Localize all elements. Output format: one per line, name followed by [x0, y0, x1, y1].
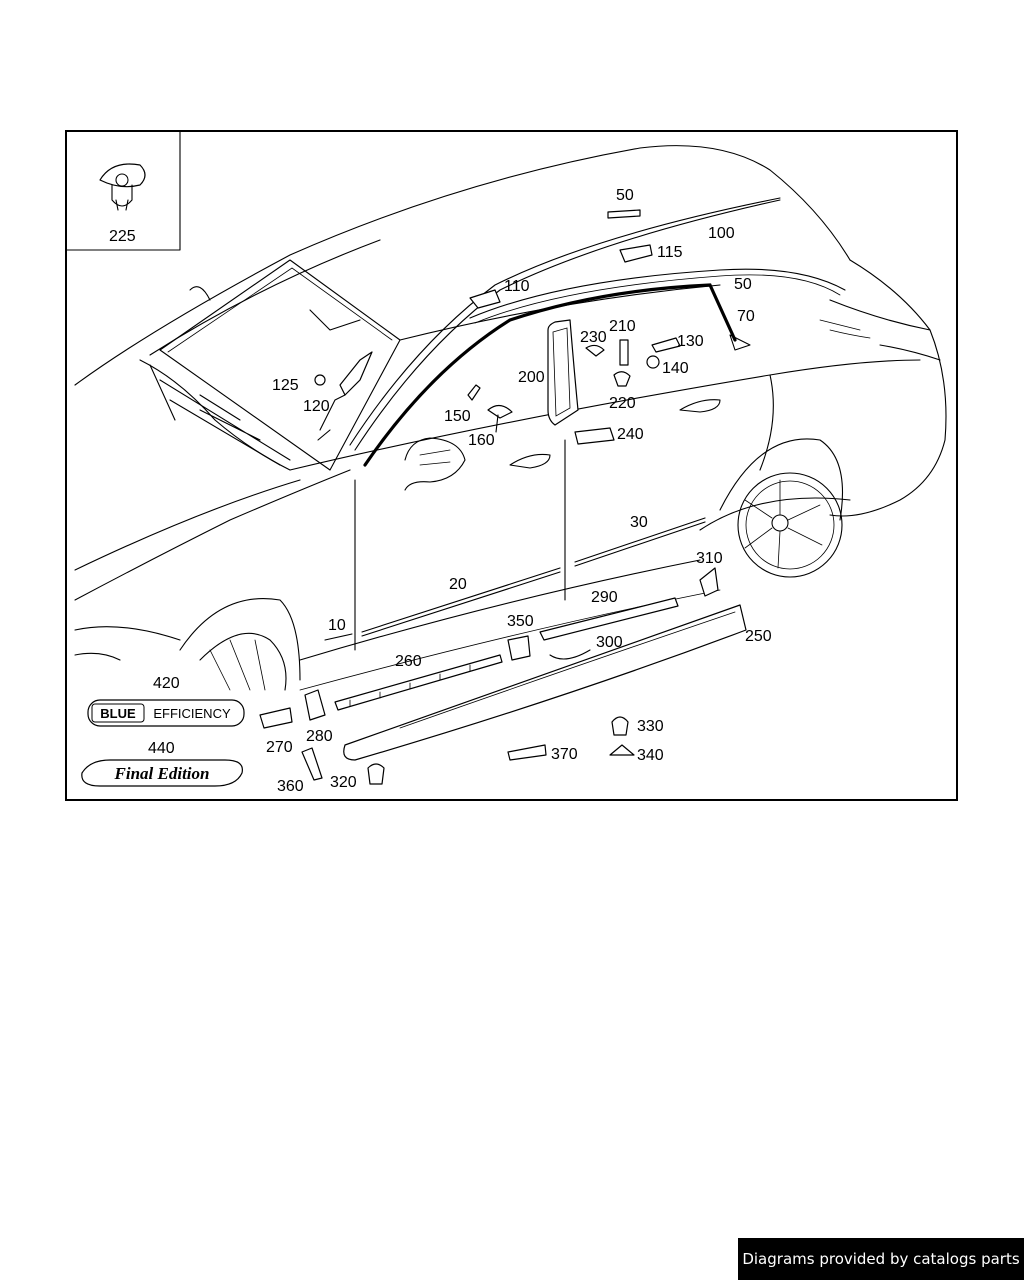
callout-160: 160 — [468, 432, 495, 449]
callout-200: 200 — [518, 369, 545, 386]
callout-280: 270 — [266, 739, 293, 756]
callout-230: 230 — [580, 329, 607, 346]
callout-210: 210 — [609, 318, 636, 335]
callout-320: 320 — [330, 774, 357, 791]
callout-110: 110 — [504, 278, 530, 295]
callout-100: 100 — [708, 225, 735, 242]
callout-120: 120 — [303, 398, 330, 415]
roof-moldings — [349, 197, 846, 467]
car-outline — [74, 145, 947, 691]
small-parts — [314, 209, 681, 445]
callout-30: 30 — [630, 514, 648, 531]
callout-250: 250 — [745, 628, 772, 645]
callout-370: 370 — [551, 746, 578, 763]
callout-50: 50 — [734, 276, 752, 293]
badge-efficiency-text: EFFICIENCY — [153, 706, 231, 721]
callout-340: 340 — [637, 747, 664, 764]
callout-360: 360 — [277, 778, 304, 795]
callout-260: 260 — [395, 653, 422, 670]
callout-labels: 225 50 100 115 50 110 70 210 230 130 140… — [109, 187, 772, 795]
callout-290: 280 — [306, 728, 333, 745]
callout-140: 140 — [662, 360, 689, 377]
callout-20: 20 — [449, 576, 467, 593]
callout-240: 240 — [617, 426, 644, 443]
callout-300: 300 — [596, 634, 623, 651]
callout-220: 220 — [609, 395, 636, 412]
callout-60: 50 — [616, 187, 634, 204]
callout-70: 70 — [737, 308, 755, 325]
callout-125: 125 — [272, 377, 299, 394]
callout-440: 440 — [148, 740, 175, 757]
callout-310: 310 — [696, 550, 723, 567]
callout-330: 330 — [637, 718, 664, 735]
badge-blue-efficiency: BLUE EFFICIENCY — [87, 699, 245, 727]
callout-270: 290 — [591, 589, 618, 606]
callout-150: 150 — [444, 408, 471, 425]
side-moldings — [259, 517, 747, 785]
badge-final-edition-text: Final Edition — [114, 764, 210, 783]
footer-credit: Diagrams provided by catalogs parts — [738, 1238, 1024, 1280]
badge-final-edition: Final Edition — [81, 759, 243, 787]
inset-box — [65, 130, 181, 251]
callout-225: 225 — [109, 228, 136, 245]
callout-10: 10 — [328, 617, 346, 634]
callout-115: 115 — [657, 244, 683, 261]
callout-350: 350 — [507, 613, 534, 630]
callout-420: 420 — [153, 675, 180, 692]
badge-blue-text: BLUE — [100, 706, 136, 721]
callout-130: 130 — [677, 333, 704, 350]
